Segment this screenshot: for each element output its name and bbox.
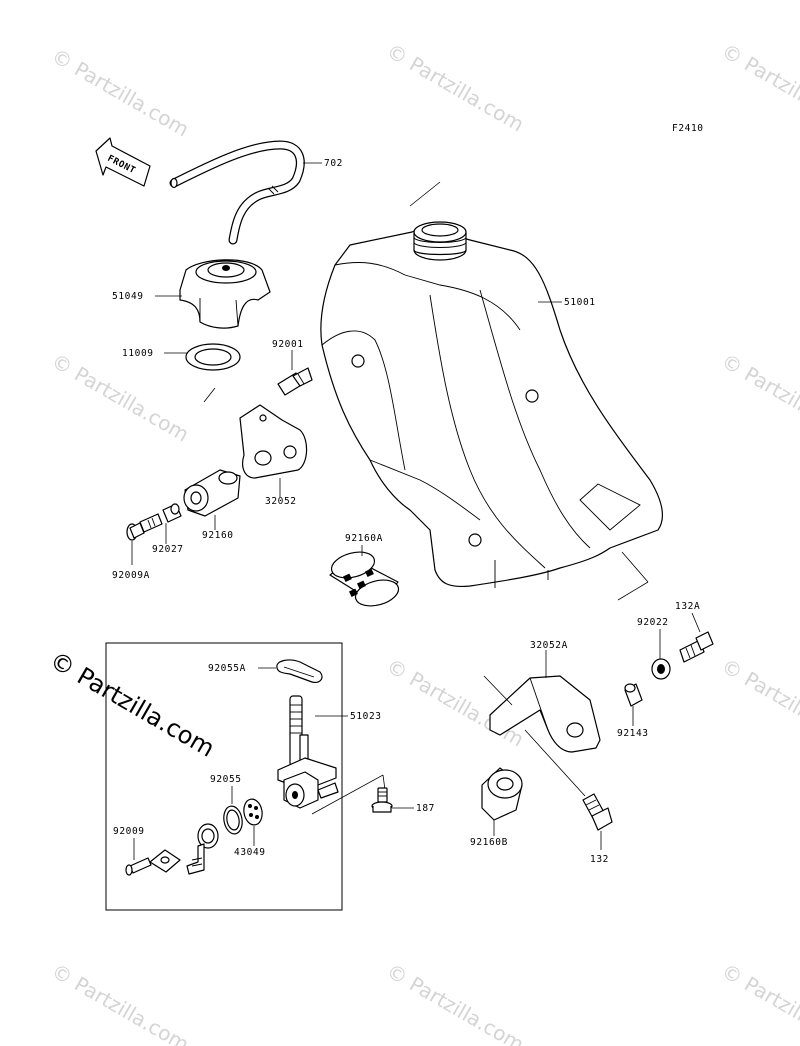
- diagram-code: F2410: [672, 123, 704, 134]
- watermark: © Partzilla.com: [718, 654, 800, 752]
- tank-cap-51049[interactable]: [179, 259, 271, 329]
- watermark: © Partzilla.com: [718, 39, 800, 137]
- bolt-92009A[interactable]: [126, 513, 163, 541]
- fuel-cock-box: [105, 642, 343, 911]
- bolt-187[interactable]: [371, 787, 393, 813]
- label-702: 702: [324, 158, 343, 169]
- damper-92160A[interactable]: [329, 548, 402, 611]
- watermark: © Partzilla.com: [718, 349, 800, 447]
- bolt-132A[interactable]: [679, 631, 714, 663]
- watermark: © Partzilla.com: [48, 44, 194, 142]
- damper-92160B[interactable]: [481, 767, 523, 821]
- gasket-92055A[interactable]: [276, 659, 323, 683]
- watermark: © Partzilla.com: [48, 349, 194, 447]
- collar-92027[interactable]: [162, 503, 182, 523]
- label-92027: 92027: [152, 544, 184, 555]
- damper-92160[interactable]: [183, 469, 241, 517]
- fuel-tank-51001[interactable]: [320, 228, 664, 588]
- washer-92022[interactable]: [651, 658, 671, 680]
- fuel-cock-51023[interactable]: [277, 695, 339, 809]
- watermark-bold: © Partzilla.com: [45, 646, 219, 763]
- label-11009: 11009: [122, 348, 154, 359]
- label-32052A: 32052A: [530, 640, 568, 651]
- label-92055A: 92055A: [208, 663, 246, 674]
- label-132A: 132A: [675, 601, 700, 612]
- label-32052: 32052: [265, 496, 297, 507]
- label-92022: 92022: [637, 617, 669, 628]
- oring-92055[interactable]: [222, 805, 245, 836]
- label-51049: 51049: [112, 291, 144, 302]
- bolt-132[interactable]: [582, 793, 613, 831]
- label-92001: 92001: [272, 339, 304, 350]
- label-43049: 43049: [234, 847, 266, 858]
- label-92160A: 92160A: [345, 533, 383, 544]
- label-92055: 92055: [210, 774, 242, 785]
- fuel-hose-702[interactable]: [169, 140, 305, 245]
- label-92160: 92160: [202, 530, 234, 541]
- label-51001: 51001: [564, 297, 596, 308]
- tank-filler-neck: [413, 221, 467, 261]
- label-92009A: 92009A: [112, 570, 150, 581]
- lever-plate: [149, 849, 181, 873]
- watermark: © Partzilla.com: [48, 959, 194, 1046]
- watermark: © Partzilla.com: [383, 39, 529, 137]
- bracket-32052A[interactable]: [489, 675, 601, 753]
- label-92009: 92009: [113, 826, 145, 837]
- fuel-cock-lever[interactable]: [186, 823, 219, 875]
- label-132: 132: [590, 854, 609, 865]
- watermark: © Partzilla.com: [718, 959, 800, 1046]
- watermark: © Partzilla.com: [383, 959, 529, 1046]
- screw-92009[interactable]: [125, 857, 152, 876]
- filter-43049[interactable]: [242, 798, 264, 827]
- watermarks: © Partzilla.com © Partzilla.com © Partzi…: [48, 39, 800, 1046]
- cap-gasket-11009[interactable]: [185, 343, 241, 371]
- label-92143: 92143: [617, 728, 649, 739]
- collar-92143[interactable]: [624, 683, 643, 707]
- bracket-32052[interactable]: [239, 404, 308, 479]
- label-92160B: 92160B: [470, 837, 508, 848]
- bolt-92001[interactable]: [277, 367, 313, 396]
- front-arrow: FRONT: [95, 137, 151, 187]
- label-187: 187: [416, 803, 435, 814]
- label-51023: 51023: [350, 711, 382, 722]
